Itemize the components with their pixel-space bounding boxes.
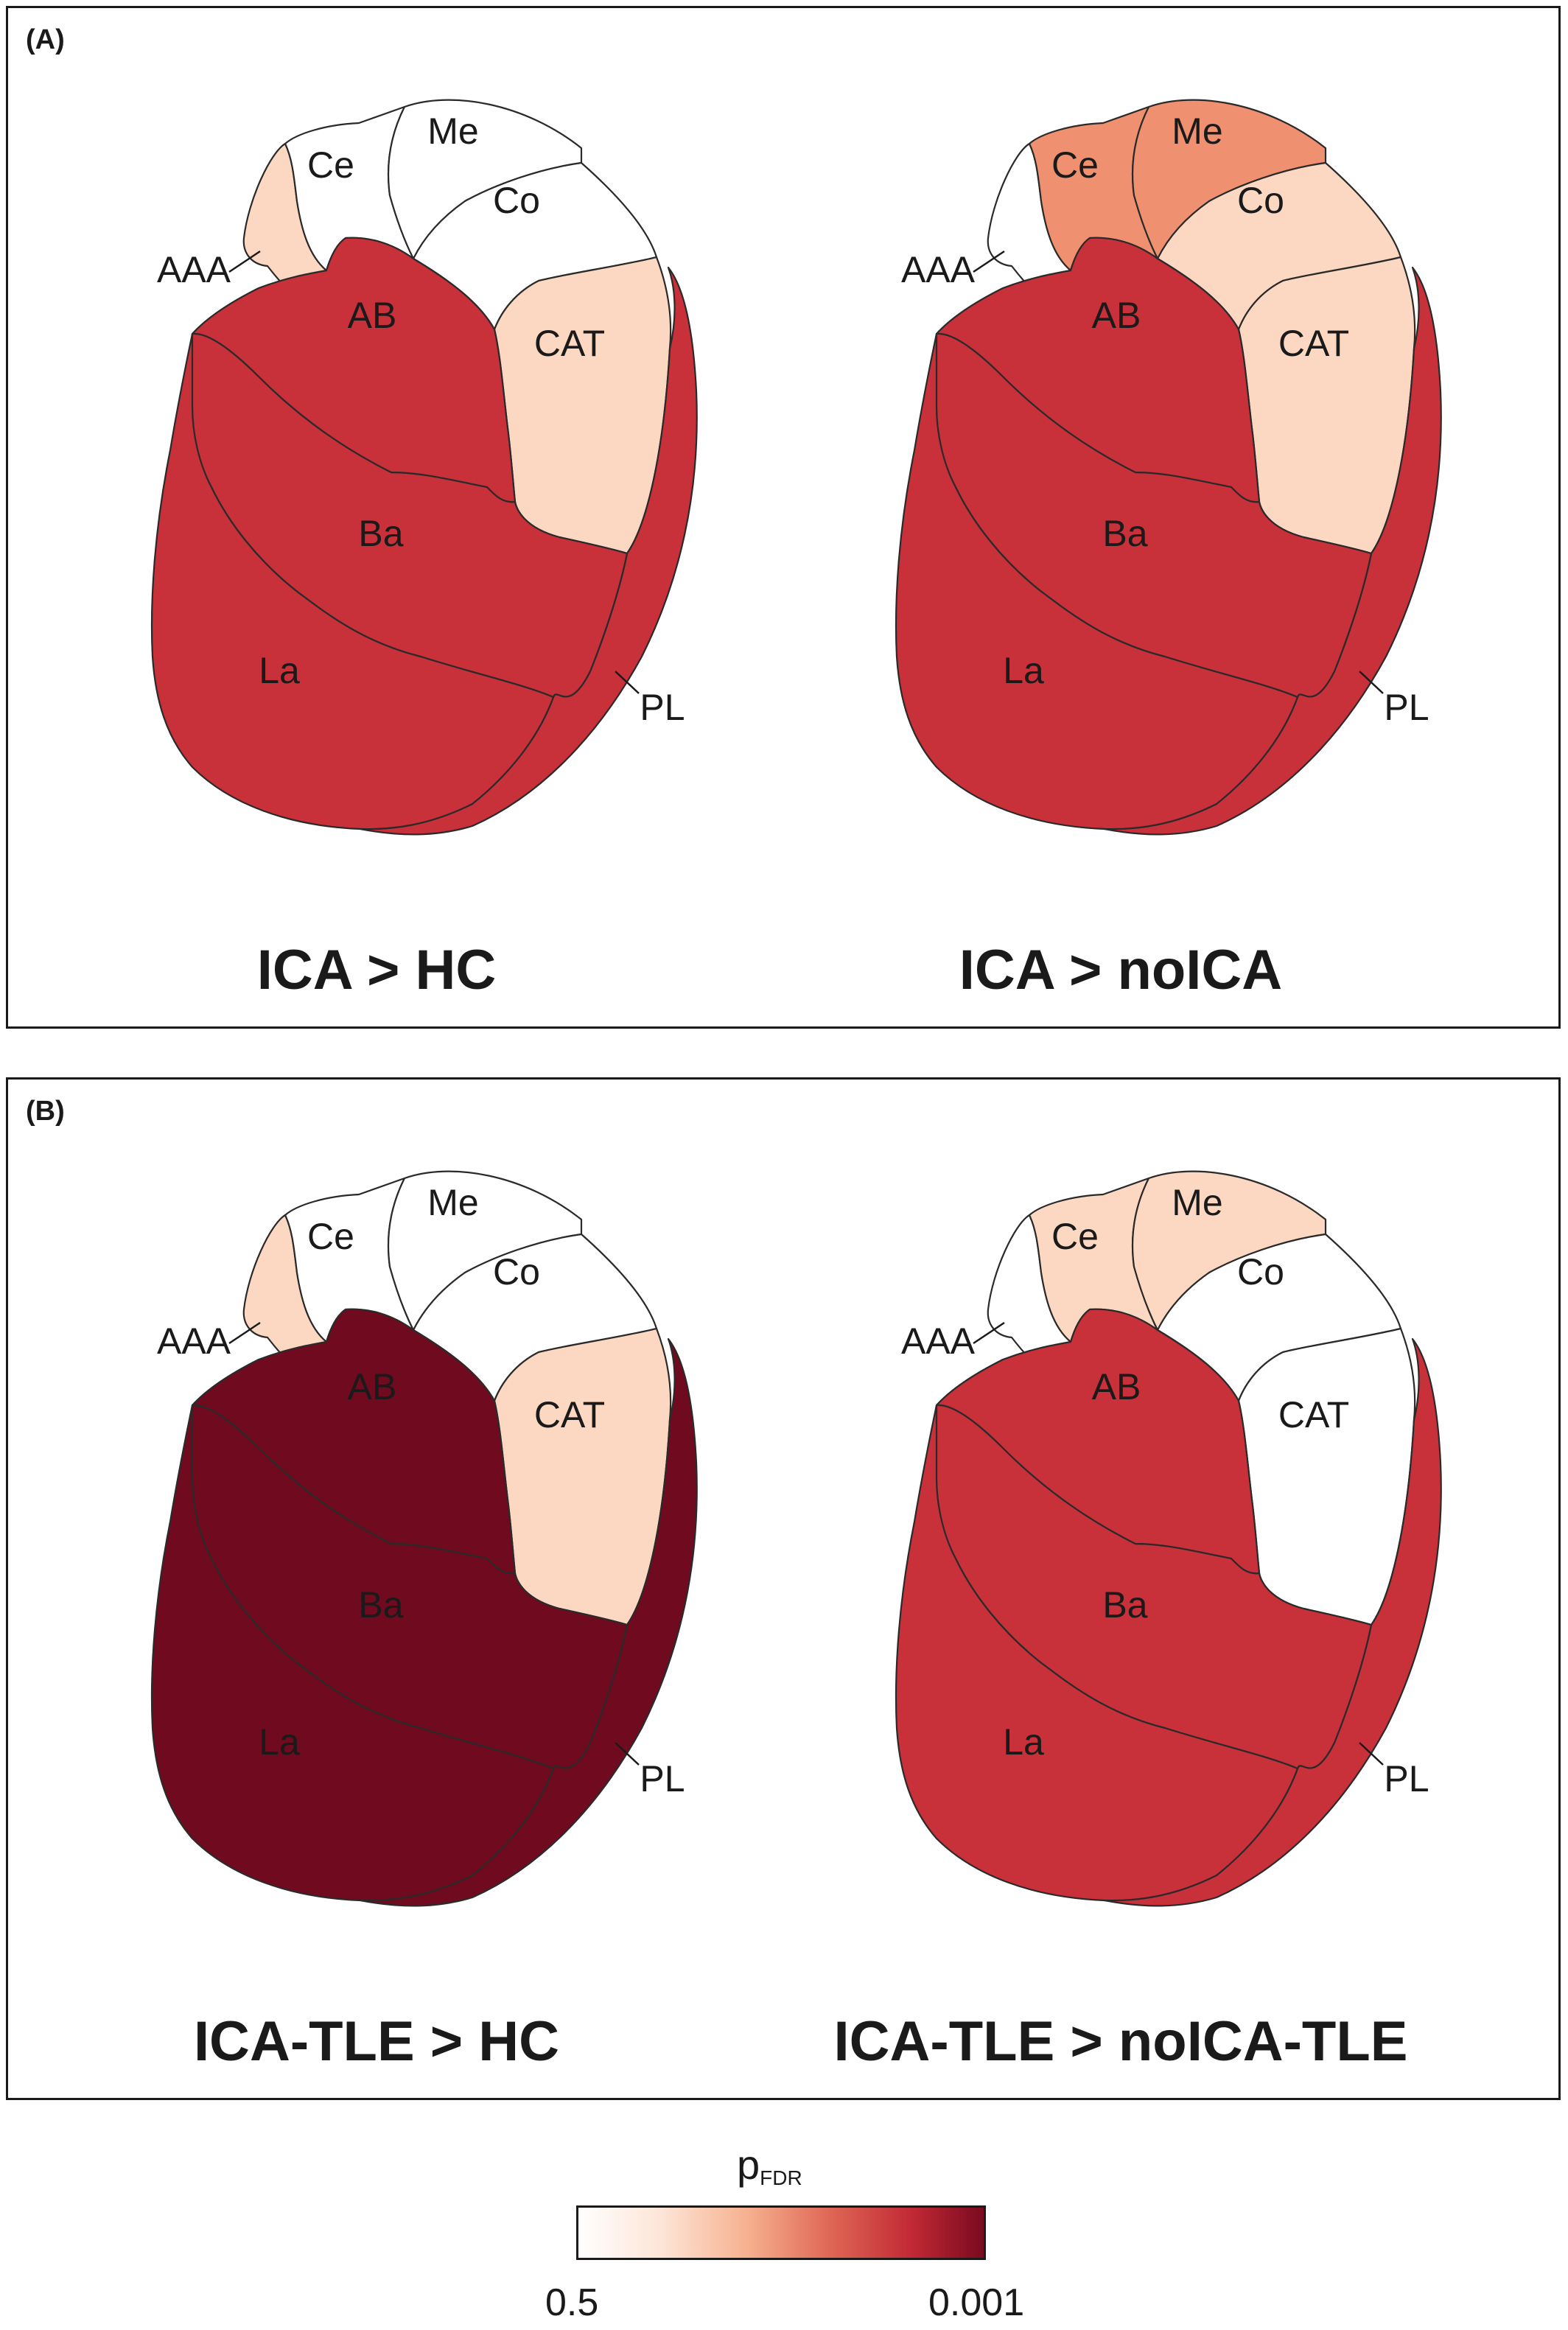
region-label-me: Me: [427, 111, 478, 152]
color-scale-legend: pFDR 0.5 0.001: [545, 2141, 1024, 2325]
leader-line-aaa: [228, 1321, 261, 1345]
region-label-la: La: [1003, 1721, 1044, 1763]
region-label-la: La: [259, 650, 300, 691]
region-label-aaa: AAA: [157, 249, 231, 290]
legend-tick-max: 0.001: [928, 2281, 1025, 2324]
map-title: ICA > HC: [256, 939, 497, 1001]
region-label-aaa: AAA: [901, 1320, 976, 1362]
region-label-ce: Ce: [1051, 1216, 1099, 1257]
leader-line-aaa: [228, 250, 261, 273]
region-label-ab: AB: [348, 295, 397, 336]
region-label-co: Co: [493, 1251, 540, 1292]
region-label-ba: Ba: [1102, 1584, 1147, 1626]
legend-tick-min: 0.5: [545, 2281, 599, 2324]
region-ab: [191, 237, 517, 503]
region-label-la: La: [1003, 650, 1044, 691]
region-label-me: Me: [1172, 111, 1222, 152]
region-label-ba: Ba: [1102, 513, 1147, 554]
region-label-ce: Ce: [1051, 144, 1099, 186]
region-label-pl: PL: [1384, 687, 1429, 728]
map-title: ICA > noICA: [959, 939, 1283, 1001]
region-ab: [191, 1308, 517, 1575]
leader-line-pl: [615, 671, 640, 694]
legend-title-sub: FDR: [760, 2166, 802, 2189]
region-label-co: Co: [1237, 180, 1284, 221]
color-scale-bar: [576, 2205, 986, 2260]
region-cat: [493, 256, 672, 555]
region-label-me: Me: [427, 1182, 478, 1223]
region-label-co: Co: [493, 180, 540, 221]
leader-line-aaa: [973, 1321, 1005, 1345]
region-label-ab: AB: [1092, 1366, 1141, 1407]
region-label-co: Co: [1237, 1251, 1284, 1292]
map-title: ICA-TLE > HC: [193, 2010, 560, 2073]
region-label-ce: Ce: [307, 1216, 354, 1257]
region-cat: [1237, 1327, 1416, 1626]
region-label-cat: CAT: [1278, 323, 1349, 364]
leader-line-pl: [1359, 1742, 1384, 1766]
region-label-pl: PL: [640, 687, 685, 728]
region-label-aaa: AAA: [901, 249, 976, 290]
region-label-ab: AB: [1092, 295, 1141, 336]
region-cat: [493, 1327, 672, 1626]
region-cat: [1237, 256, 1416, 555]
region-label-la: La: [259, 1721, 300, 1763]
legend-title-main: p: [737, 2141, 760, 2188]
region-label-cat: CAT: [1278, 1394, 1349, 1435]
region-label-cat: CAT: [534, 323, 605, 364]
map-title: ICA-TLE > noICA-TLE: [833, 2010, 1408, 2073]
region-label-pl: PL: [1384, 1758, 1429, 1799]
region-label-ba: Ba: [358, 1584, 403, 1626]
leader-line-pl: [1359, 671, 1384, 694]
region-label-aaa: AAA: [157, 1320, 231, 1362]
region-label-ce: Ce: [307, 144, 354, 186]
region-ab: [935, 1308, 1261, 1575]
region-label-cat: CAT: [534, 1394, 605, 1435]
region-label-me: Me: [1172, 1182, 1222, 1223]
region-ab: [935, 237, 1261, 503]
region-label-ab: AB: [348, 1366, 397, 1407]
panel-letter: (B): [26, 1096, 65, 1127]
region-label-pl: PL: [640, 1758, 685, 1799]
region-label-ba: Ba: [358, 513, 403, 554]
legend-title: pFDR: [737, 2141, 802, 2190]
panel-letter: (A): [26, 24, 65, 55]
leader-line-pl: [615, 1742, 640, 1766]
leader-line-aaa: [973, 250, 1005, 273]
